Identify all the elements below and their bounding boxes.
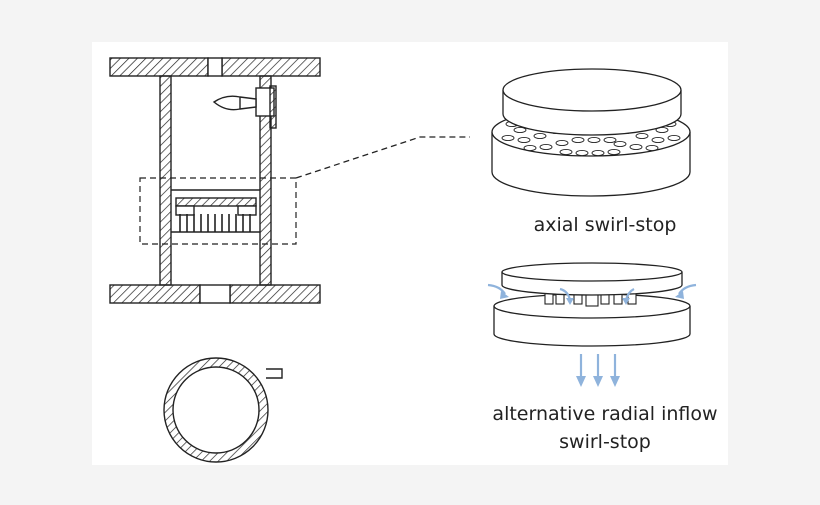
upper-disc-top bbox=[501, 262, 683, 282]
swirl-stop-block-right bbox=[237, 205, 257, 216]
curved-arrow-icon bbox=[678, 283, 697, 295]
swirl-stop-block-left bbox=[175, 205, 195, 216]
swirl-stop-vanes bbox=[179, 214, 251, 232]
ring-top-view bbox=[163, 357, 283, 463]
top-flange-right bbox=[221, 57, 321, 77]
bottom-flange-left bbox=[109, 284, 201, 304]
nozzle-bracket bbox=[269, 85, 277, 129]
right-wall bbox=[259, 75, 272, 286]
down-arrow-icon bbox=[593, 354, 603, 387]
detail-box bbox=[139, 177, 297, 245]
caption-radial-swirl-stop: alternative radial inflow swirl-stop bbox=[440, 400, 770, 456]
bottom-flange-right bbox=[229, 284, 321, 304]
detail-leader bbox=[295, 136, 470, 179]
bottom-flange-gap bbox=[199, 284, 231, 304]
top-flange-gap bbox=[207, 57, 223, 77]
chamber-section bbox=[109, 57, 321, 304]
down-arrow-icon bbox=[576, 354, 586, 387]
down-arrow-icon bbox=[610, 354, 620, 387]
axial-swirl-stop bbox=[491, 68, 691, 197]
curved-arrow-icon bbox=[487, 283, 506, 295]
left-wall bbox=[159, 75, 172, 286]
radial-swirl-stop bbox=[493, 262, 691, 347]
caption-radial-line2: swirl-stop bbox=[559, 431, 651, 453]
caption-radial-line1: alternative radial inflow bbox=[492, 403, 718, 425]
swirl-stop-plate bbox=[175, 197, 257, 207]
flow-arrows bbox=[487, 283, 697, 387]
solid-disc-top bbox=[502, 68, 682, 112]
top-flange-left bbox=[109, 57, 209, 77]
caption-axial-swirl-stop: axial swirl-stop bbox=[533, 214, 677, 236]
nozzle-icon bbox=[212, 95, 257, 111]
